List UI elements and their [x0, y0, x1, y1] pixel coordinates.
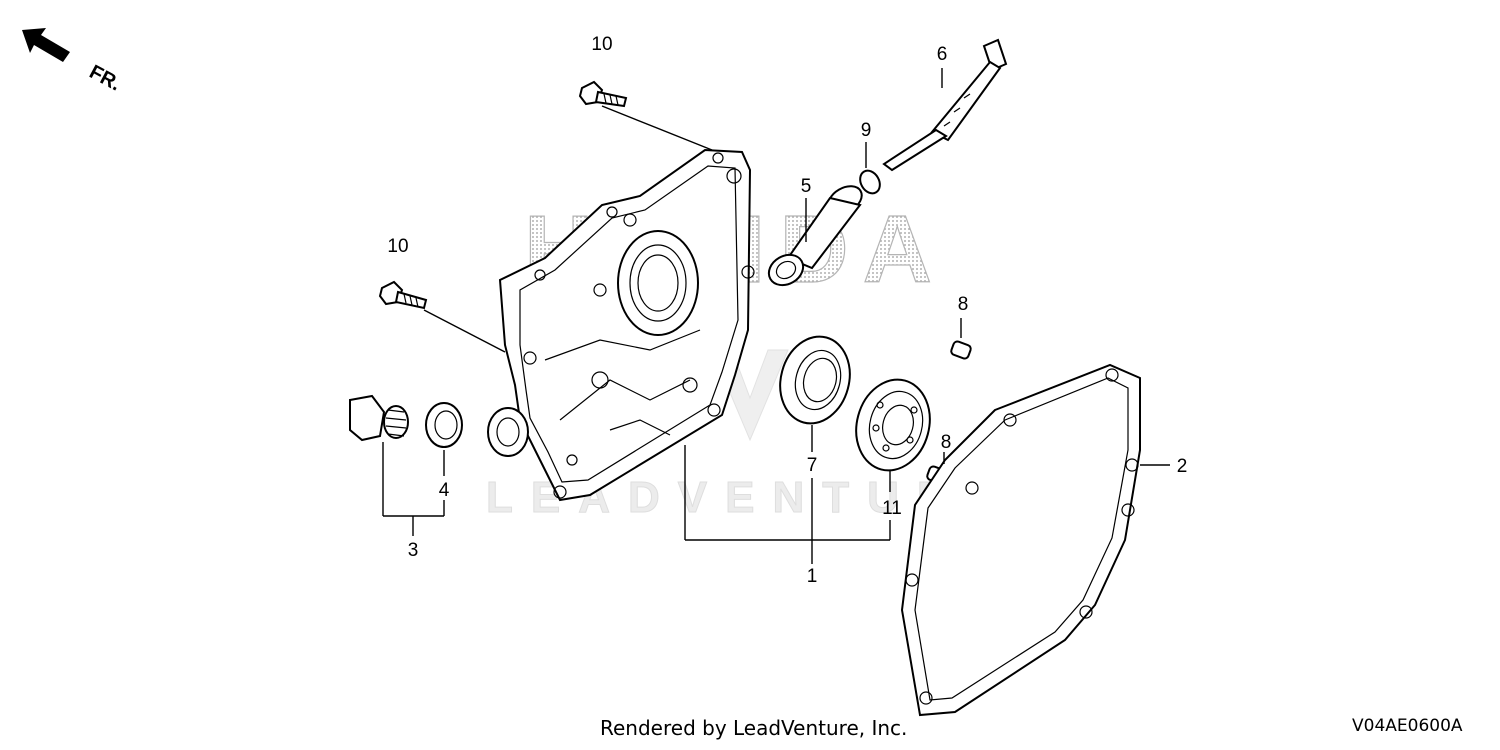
callout-8-upper: 8 — [958, 294, 969, 315]
oil-dipstick — [882, 38, 1008, 172]
rendered-by-credit: Rendered by LeadVenture, Inc. — [600, 716, 908, 740]
flange-bolt-left — [378, 280, 428, 310]
flange-bolt-top — [578, 80, 628, 108]
callout-4: 4 — [439, 480, 450, 501]
callout-8-lower: 8 — [941, 432, 952, 453]
dowel-pin-upper — [950, 340, 972, 360]
leader-lines — [382, 68, 1170, 564]
crankcase-cover — [487, 148, 755, 502]
callout-11: 11 — [882, 498, 902, 519]
callout-5: 5 — [801, 176, 812, 197]
o-ring — [859, 169, 881, 195]
callout-1: 1 — [807, 566, 818, 587]
front-direction-arrow-icon: FR. — [22, 28, 124, 96]
callout-10-top: 10 — [591, 34, 612, 55]
callout-7: 7 — [807, 455, 818, 476]
sealing-washer — [425, 402, 463, 448]
oil-seal — [779, 335, 851, 425]
callout-3: 3 — [408, 540, 419, 561]
crankcase-gasket — [900, 363, 1141, 717]
callout-10-left: 10 — [387, 236, 408, 257]
callout-9: 9 — [861, 120, 872, 141]
oil-drain-plug — [349, 394, 409, 442]
front-direction-label: FR. — [86, 61, 125, 96]
callout-6: 6 — [937, 44, 948, 65]
oil-filler-pipe — [767, 185, 863, 287]
ball-bearing — [855, 378, 931, 472]
callout-2: 2 — [1177, 456, 1188, 477]
diagram-code: V04AE0600A — [1352, 716, 1463, 736]
